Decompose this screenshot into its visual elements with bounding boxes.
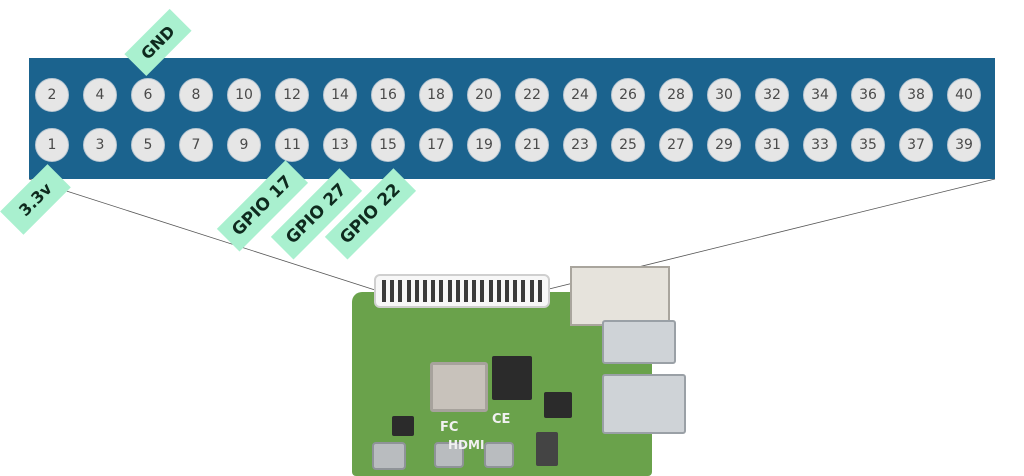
header-pin-stick	[464, 280, 468, 302]
usb2-port	[602, 374, 686, 434]
pin-39: 39	[947, 128, 981, 162]
pin-32: 32	[755, 78, 789, 112]
pin-26: 26	[611, 78, 645, 112]
pin-33: 33	[803, 128, 837, 162]
pin-24: 24	[563, 78, 597, 112]
header-pin-stick	[439, 280, 444, 302]
header-pin-stick	[513, 280, 518, 302]
controller-chip	[544, 392, 572, 418]
pin-40: 40	[947, 78, 981, 112]
pin-3: 3	[83, 128, 117, 162]
hdmi-mark: HDMI	[448, 438, 485, 452]
pin-34: 34	[803, 78, 837, 112]
pin-9: 9	[227, 128, 261, 162]
header-pin-stick	[423, 280, 427, 302]
pin-22: 22	[515, 78, 549, 112]
pin-17: 17	[419, 128, 453, 162]
header-pin-stick	[472, 280, 477, 302]
header-pin-stick	[406, 280, 411, 302]
pin-31: 31	[755, 128, 789, 162]
leader-line-left	[28, 178, 376, 291]
pin-36: 36	[851, 78, 885, 112]
ram-chip	[492, 356, 532, 400]
usb-c-port	[372, 442, 406, 470]
pin-19: 19	[467, 128, 501, 162]
pin-25: 25	[611, 128, 645, 162]
ce-mark: CE	[492, 412, 511, 427]
pin-27: 27	[659, 128, 693, 162]
ethernet-port	[570, 266, 670, 326]
header-pin-stick	[480, 280, 485, 302]
header-pin-stick	[537, 280, 542, 302]
pin-29: 29	[707, 128, 741, 162]
pin-16: 16	[371, 78, 405, 112]
raspberry-pi-board-image: HDMI CE FC	[340, 262, 700, 476]
header-pin-stick	[382, 280, 386, 302]
pin-2: 2	[35, 78, 69, 112]
pin-5: 5	[131, 128, 165, 162]
header-pin-stick	[488, 280, 493, 302]
header-pin-stick	[447, 280, 452, 302]
pin-30: 30	[707, 78, 741, 112]
micro-hdmi-port-2	[484, 442, 514, 468]
header-pin-stick	[455, 280, 460, 302]
pin-13: 13	[323, 128, 357, 162]
header-pin-stick	[431, 280, 436, 302]
pin-14: 14	[323, 78, 357, 112]
pin-23: 23	[563, 128, 597, 162]
pin-37: 37	[899, 128, 933, 162]
pin-15: 15	[371, 128, 405, 162]
header-pin-stick	[390, 280, 395, 302]
pin-12: 12	[275, 78, 309, 112]
gpio-header-pins	[374, 274, 550, 308]
pin-38: 38	[899, 78, 933, 112]
header-pin-stick	[521, 280, 526, 302]
header-pin-stick	[398, 280, 403, 302]
pin-8: 8	[179, 78, 213, 112]
pin-11: 11	[275, 128, 309, 162]
header-pin-stick	[505, 280, 509, 302]
pin-28: 28	[659, 78, 693, 112]
micro-hdmi-port-1	[434, 442, 464, 468]
header-pin-stick	[414, 280, 419, 302]
wifi-chip	[392, 416, 414, 436]
audio-jack	[536, 432, 558, 466]
header-pin-stick	[496, 280, 501, 302]
pin-1: 1	[35, 128, 69, 162]
pin-4: 4	[83, 78, 117, 112]
pin-18: 18	[419, 78, 453, 112]
pin-6: 6	[131, 78, 165, 112]
pin-20: 20	[467, 78, 501, 112]
fcc-mark: FC	[440, 420, 459, 435]
header-pin-stick	[529, 280, 534, 302]
pin-10: 10	[227, 78, 261, 112]
pin-35: 35	[851, 128, 885, 162]
cpu-chip	[430, 362, 488, 412]
pin-7: 7	[179, 128, 213, 162]
pin-21: 21	[515, 128, 549, 162]
usb3-port	[602, 320, 676, 364]
